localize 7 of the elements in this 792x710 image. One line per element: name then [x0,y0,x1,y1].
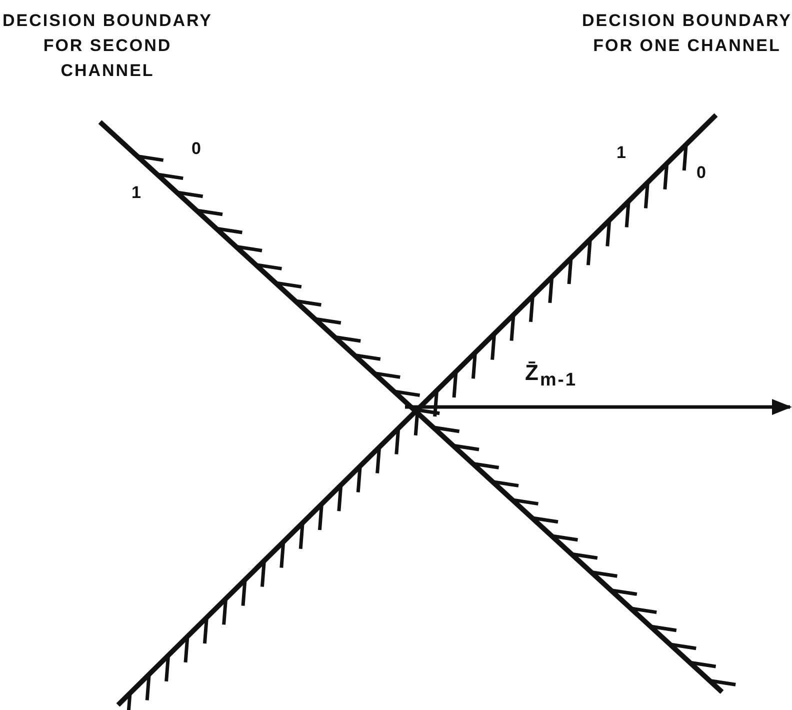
boundary-heading: DECISION BOUNDARY FOR ONE CHANNEL [582,10,792,57]
vector-label: Z̄$_{m-1}$ [525,360,578,392]
region-label: 1 [616,142,628,164]
region-label: 0 [190,138,204,160]
region-label: 0 [696,162,708,184]
region-label: 1 [130,182,144,204]
boundary-heading: DECISION BOUNDARY FOR SECOND CHANNEL [2,10,214,82]
